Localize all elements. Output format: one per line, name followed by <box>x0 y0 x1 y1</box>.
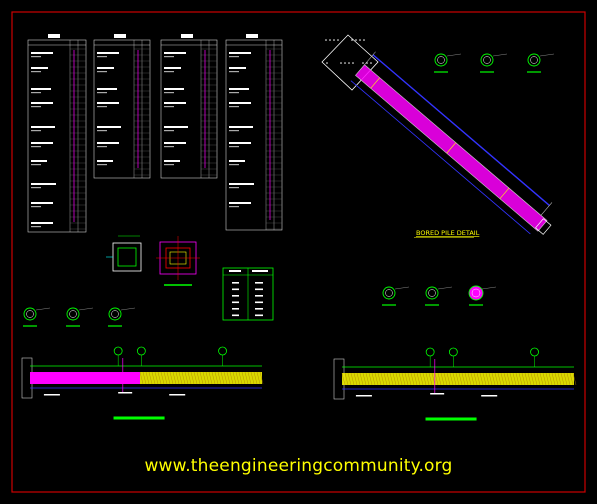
schedule-text-line <box>164 102 186 104</box>
elevation-pile-segment-a <box>30 372 140 384</box>
schedule-text-line <box>229 160 245 162</box>
gridline-bubble <box>425 347 435 357</box>
bar-table-cell <box>255 301 263 304</box>
pile-section-circle <box>382 286 396 300</box>
pile-section-circle <box>108 307 122 321</box>
bar-table-cell <box>232 282 239 284</box>
gridline-bubble <box>113 346 123 356</box>
bar-size-table <box>222 267 274 321</box>
pile-elevation-right <box>333 347 577 421</box>
bar-table-cell <box>232 288 239 291</box>
schedule-table-4 <box>225 39 283 231</box>
elevation-note <box>430 393 445 395</box>
schedule-text-line <box>229 142 251 144</box>
schedule-text-line <box>97 102 119 104</box>
schedule-table-heading <box>114 34 126 38</box>
schedule-text-line <box>31 102 53 104</box>
schedule-text-line <box>164 126 188 128</box>
bar-table-header <box>229 270 241 272</box>
website-url[interactable]: www.theengineeringcommunity.org <box>144 456 453 476</box>
schedule-text-line <box>229 126 253 128</box>
pile-section-circle <box>425 286 439 300</box>
schedule-text-line <box>97 142 119 144</box>
elevation-note <box>43 394 60 396</box>
bar-table-cell <box>255 308 263 310</box>
pile-dimension-line <box>372 54 550 206</box>
elevation-note <box>118 392 133 394</box>
schedule-table-heading <box>181 34 193 38</box>
schedule-text-line <box>31 202 53 204</box>
bored-pile-inclined-detail: BORED PILE DETAIL <box>321 34 553 238</box>
bored-pile-detail-title: BORED PILE DETAIL <box>416 229 480 237</box>
drawing-frame <box>11 11 586 493</box>
bar-table-cell <box>232 295 239 297</box>
square-pile-sections <box>106 235 200 286</box>
pile-section-circle <box>434 53 448 67</box>
schedule-text-line <box>31 67 48 69</box>
schedule-table-heading <box>246 34 258 38</box>
pile-section-circle <box>23 307 37 321</box>
schedule-text-line <box>31 142 53 144</box>
bar-table-cell <box>232 308 239 310</box>
bar-table-cell <box>255 288 263 291</box>
schedule-text-line <box>164 142 186 144</box>
gridline-bubble <box>530 347 539 357</box>
schedule-text-line <box>97 52 119 54</box>
schedule-text-line <box>229 52 251 54</box>
schedule-text-line <box>229 67 246 69</box>
schedule-text-line <box>164 67 181 69</box>
pile-section-circle <box>480 53 494 67</box>
elevation-note <box>481 395 498 397</box>
schedule-text-line <box>97 88 117 90</box>
schedule-text-line <box>164 52 186 54</box>
pile-cross-sections <box>23 53 555 327</box>
bar-table-cell <box>255 282 263 284</box>
gridline-bubble <box>218 346 227 356</box>
pile-section-circle <box>468 285 484 301</box>
pile-cap-hatch <box>325 39 372 64</box>
schedule-text-line <box>31 88 51 90</box>
reinforcement-schedules <box>27 34 283 233</box>
schedule-text-line <box>229 102 251 104</box>
schedule-text-line <box>97 67 114 69</box>
schedule-text-line <box>229 88 249 90</box>
bar-table-cell <box>255 314 263 317</box>
schedule-text-line <box>31 222 53 224</box>
schedule-text-line <box>164 88 184 90</box>
schedule-text-line <box>229 202 251 204</box>
schedule-table-1 <box>27 39 87 233</box>
bar-table-header <box>252 270 268 272</box>
square-section-a <box>112 242 142 272</box>
schedule-text-line <box>229 183 254 185</box>
bar-table-cell <box>232 301 239 304</box>
gridline-bubble <box>136 346 146 356</box>
schedule-text-line <box>164 160 180 162</box>
schedule-text-line <box>31 160 47 162</box>
elevation-note <box>355 395 372 397</box>
schedule-text-line <box>31 126 55 128</box>
schedule-table-heading <box>48 34 60 38</box>
bar-table-cell <box>232 314 239 317</box>
schedule-text-line <box>97 160 113 162</box>
schedule-text-line <box>31 183 56 185</box>
elevation-pile-segment-b <box>140 372 262 384</box>
pile-elevation-left <box>21 346 264 420</box>
elevation-note <box>169 394 186 396</box>
pile-toe <box>535 218 552 235</box>
schedule-text-line <box>97 126 121 128</box>
pile-section-circle <box>527 53 541 67</box>
pile-cap-block <box>321 34 379 91</box>
gridline-bubble <box>448 347 458 357</box>
bar-table-cell <box>255 295 263 297</box>
elevation-pile-segment-b <box>342 373 574 385</box>
pile-section-circle <box>66 307 80 321</box>
schedule-text-line <box>31 52 53 54</box>
